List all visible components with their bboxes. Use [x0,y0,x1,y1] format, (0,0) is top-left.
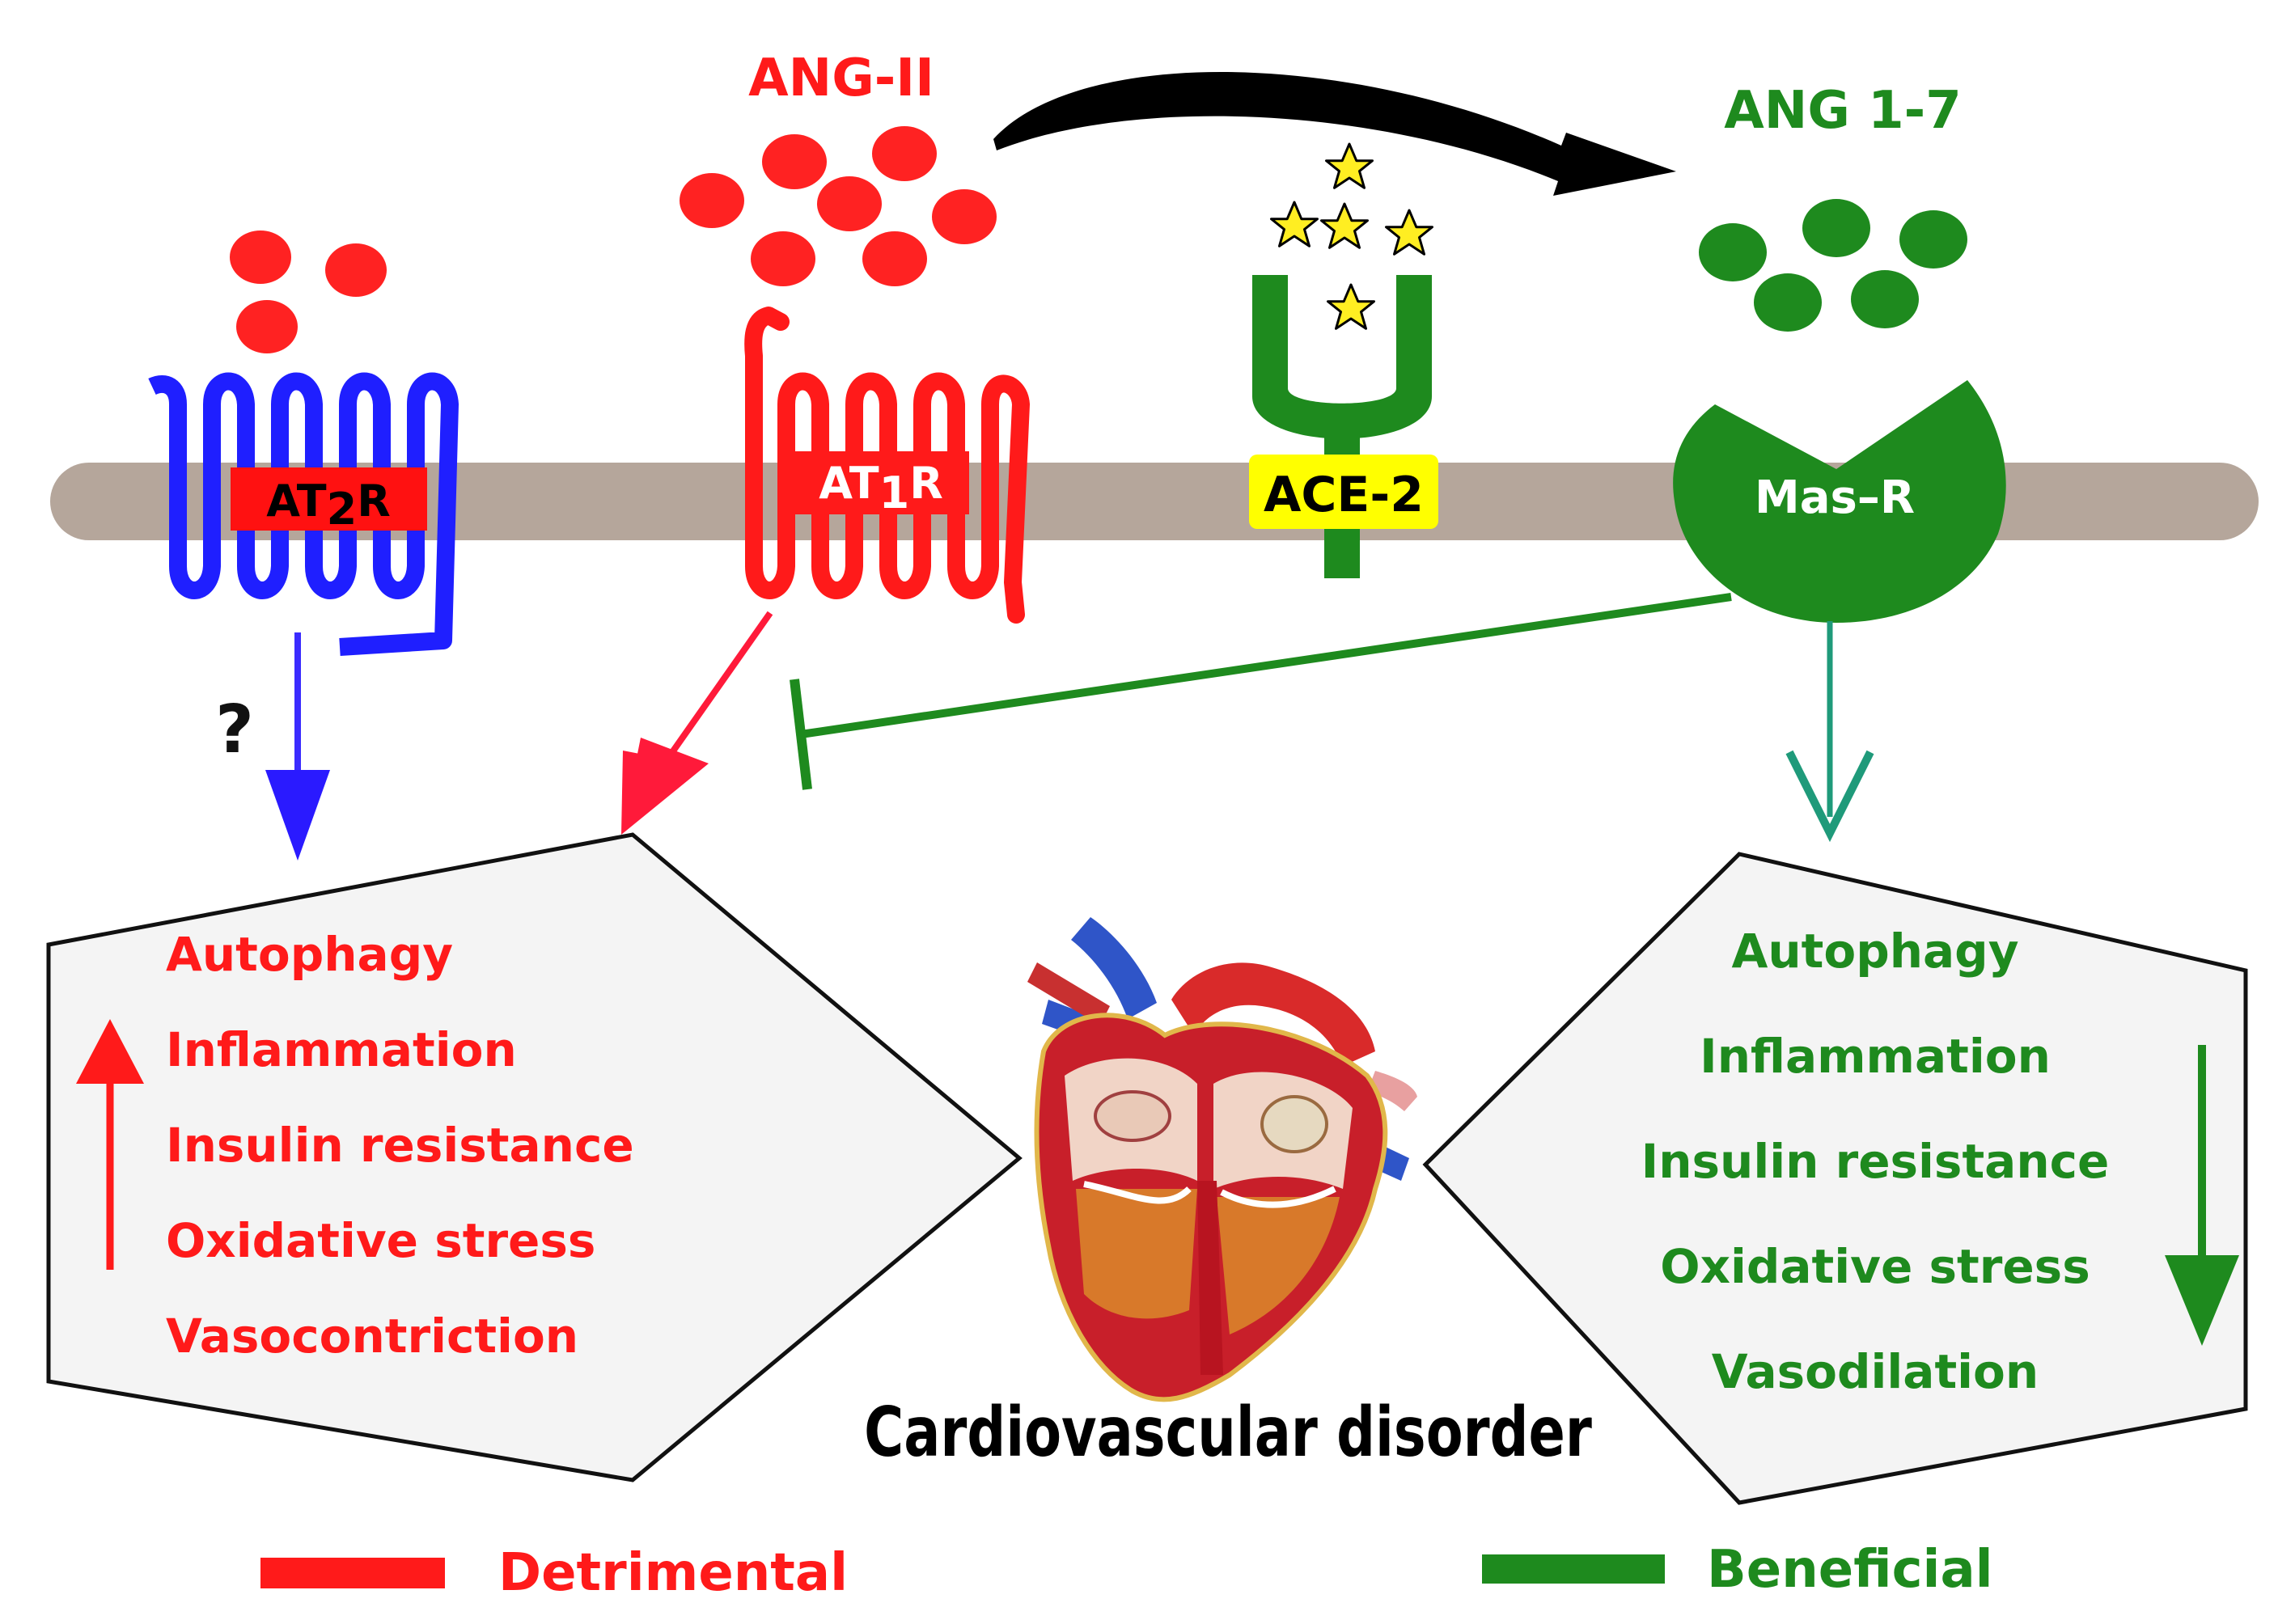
conversion-arrow [993,71,1676,197]
at1r-label-box [793,451,969,514]
mas-receptor [1673,380,2006,623]
ace2-label-box [1249,455,1438,529]
detrimental-item-insulin-resistance: Insulin resistance [166,1118,634,1173]
ace2-receptor [1249,275,1438,578]
at2r-ligand-cluster [230,230,387,353]
at1r-label: AT1R [819,458,943,518]
detrimental-item-oxidative-stress: Oxidative stress [166,1213,595,1268]
ang17-label: ANG 1-7 [1724,81,1962,141]
ang17-ligand-cluster [1699,199,1967,332]
masr-label: Mas–R [1755,472,1915,524]
beneficial-item-insulin-resistance: Insulin resistance [1641,1134,2110,1189]
detrimental-item-inflammation: Inflammation [166,1022,517,1077]
beneficial-down-arrow [2165,1045,2239,1346]
detrimental-item-vasocontriction: Vasocontriction [166,1309,578,1364]
beneficial-item-oxidative-stress: Oxidative stress [1660,1239,2090,1294]
masr-signal-arrow [1785,621,1874,843]
at2r-signal-arrow [265,632,330,861]
beneficial-effects-box [1422,852,2248,1505]
question-mark: ? [215,691,254,768]
ace2-label: ACE-2 [1264,467,1424,523]
at1r-receptor [744,307,1030,624]
beneficial-item-inflammation: Inflammation [1700,1029,2051,1084]
ang2-ligand-cluster [680,126,997,286]
at2r-label-box [231,467,427,531]
heart-illustration [1027,917,1417,1402]
legend-detrimental-label: Detrimental [498,1543,848,1603]
ang2-label: ANG-II [748,49,934,108]
at2r-receptor [148,372,459,656]
at2r-label: AT2R [266,476,391,535]
legend: Detrimental Beneficial [260,1540,1993,1603]
detrimental-up-arrow [76,1019,144,1270]
detrimental-effects-list: Autophagy Inflammation Insulin resistanc… [166,927,634,1364]
masr-inhibition-line [790,593,1732,790]
beneficial-item-autophagy: Autophagy [1731,924,2018,979]
legend-beneficial-label: Beneficial [1707,1540,1993,1600]
beneficial-item-vasodilation: Vasodilation [1712,1344,2039,1399]
detrimental-item-autophagy: Autophagy [166,927,453,982]
legend-beneficial-swatch [1482,1554,1665,1584]
beneficial-effects-list: Autophagy Inflammation Insulin resistanc… [1641,924,2110,1399]
at1r-signal-arrow [621,611,773,835]
detrimental-effects-box [46,832,1023,1482]
legend-detrimental-swatch [260,1558,445,1588]
center-caption: Cardiovascular disorder [864,1393,1592,1473]
